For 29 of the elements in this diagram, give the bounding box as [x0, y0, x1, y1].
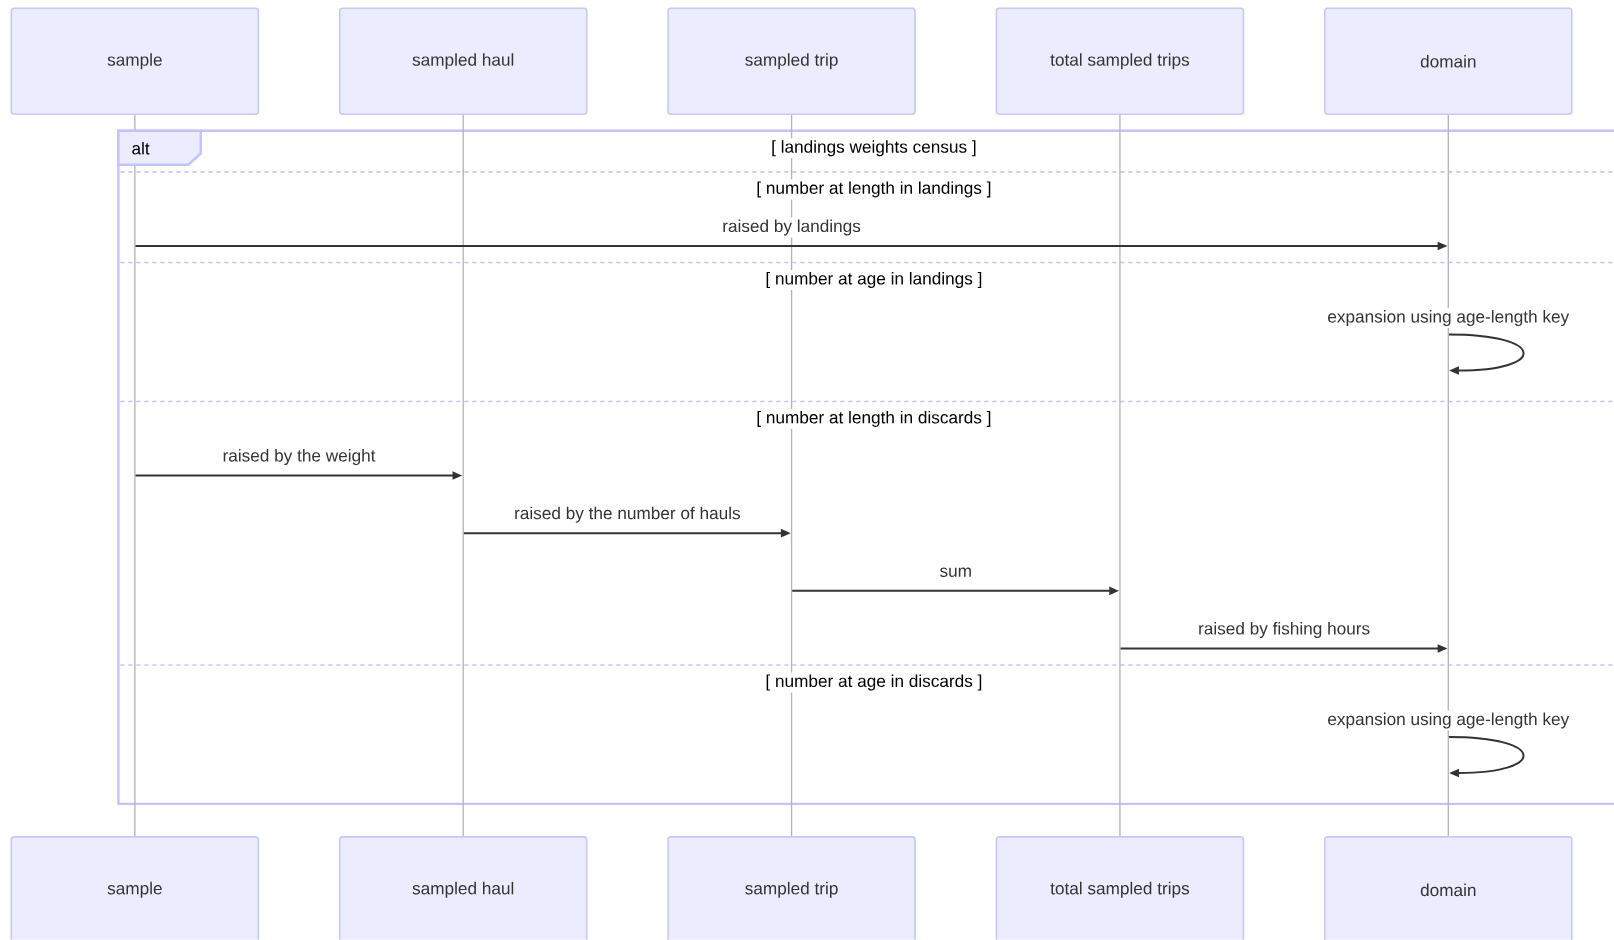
participant-box: sample: [10, 836, 260, 940]
message-label: raised by the number of hauls: [512, 504, 743, 525]
message-label: sum: [937, 565, 974, 580]
message-label: raised by fishing hours: [1196, 620, 1373, 641]
message-label: raised by the weight: [220, 447, 378, 468]
lifeline: [1447, 114, 1449, 837]
condition-label: [ number at length in landings ]: [754, 179, 994, 200]
message-label: raised by landings: [720, 217, 863, 238]
lifeline: [1119, 114, 1121, 837]
participant-box: sampled haul: [338, 836, 588, 940]
condition-label: [ landings weights census ]: [769, 138, 979, 159]
frame-tab: alt: [117, 129, 202, 166]
participant-box: sample: [10, 7, 260, 116]
condition-label: [ number at length in discards ]: [754, 409, 994, 430]
participant-box: sampled trip: [667, 836, 916, 940]
self-arrow: [1447, 736, 1525, 778]
condition-label: [ number at age in discards ]: [763, 672, 985, 693]
message-label: expansion using age-length key: [1325, 710, 1572, 731]
condition-label: [ number at age in landings ]: [763, 270, 985, 291]
self-arrow: [1447, 333, 1525, 375]
participant-box: sampled haul: [338, 7, 588, 116]
message-label: expansion using age-length key: [1325, 308, 1572, 329]
lifeline: [134, 114, 136, 837]
lifeline: [462, 114, 464, 837]
participant-box: total sampled trips: [995, 836, 1245, 940]
participant-box: domain: [1323, 836, 1573, 940]
participant-box: domain: [1323, 7, 1573, 116]
participant-box: total sampled trips: [995, 7, 1245, 116]
participant-box: sampled trip: [667, 7, 916, 116]
